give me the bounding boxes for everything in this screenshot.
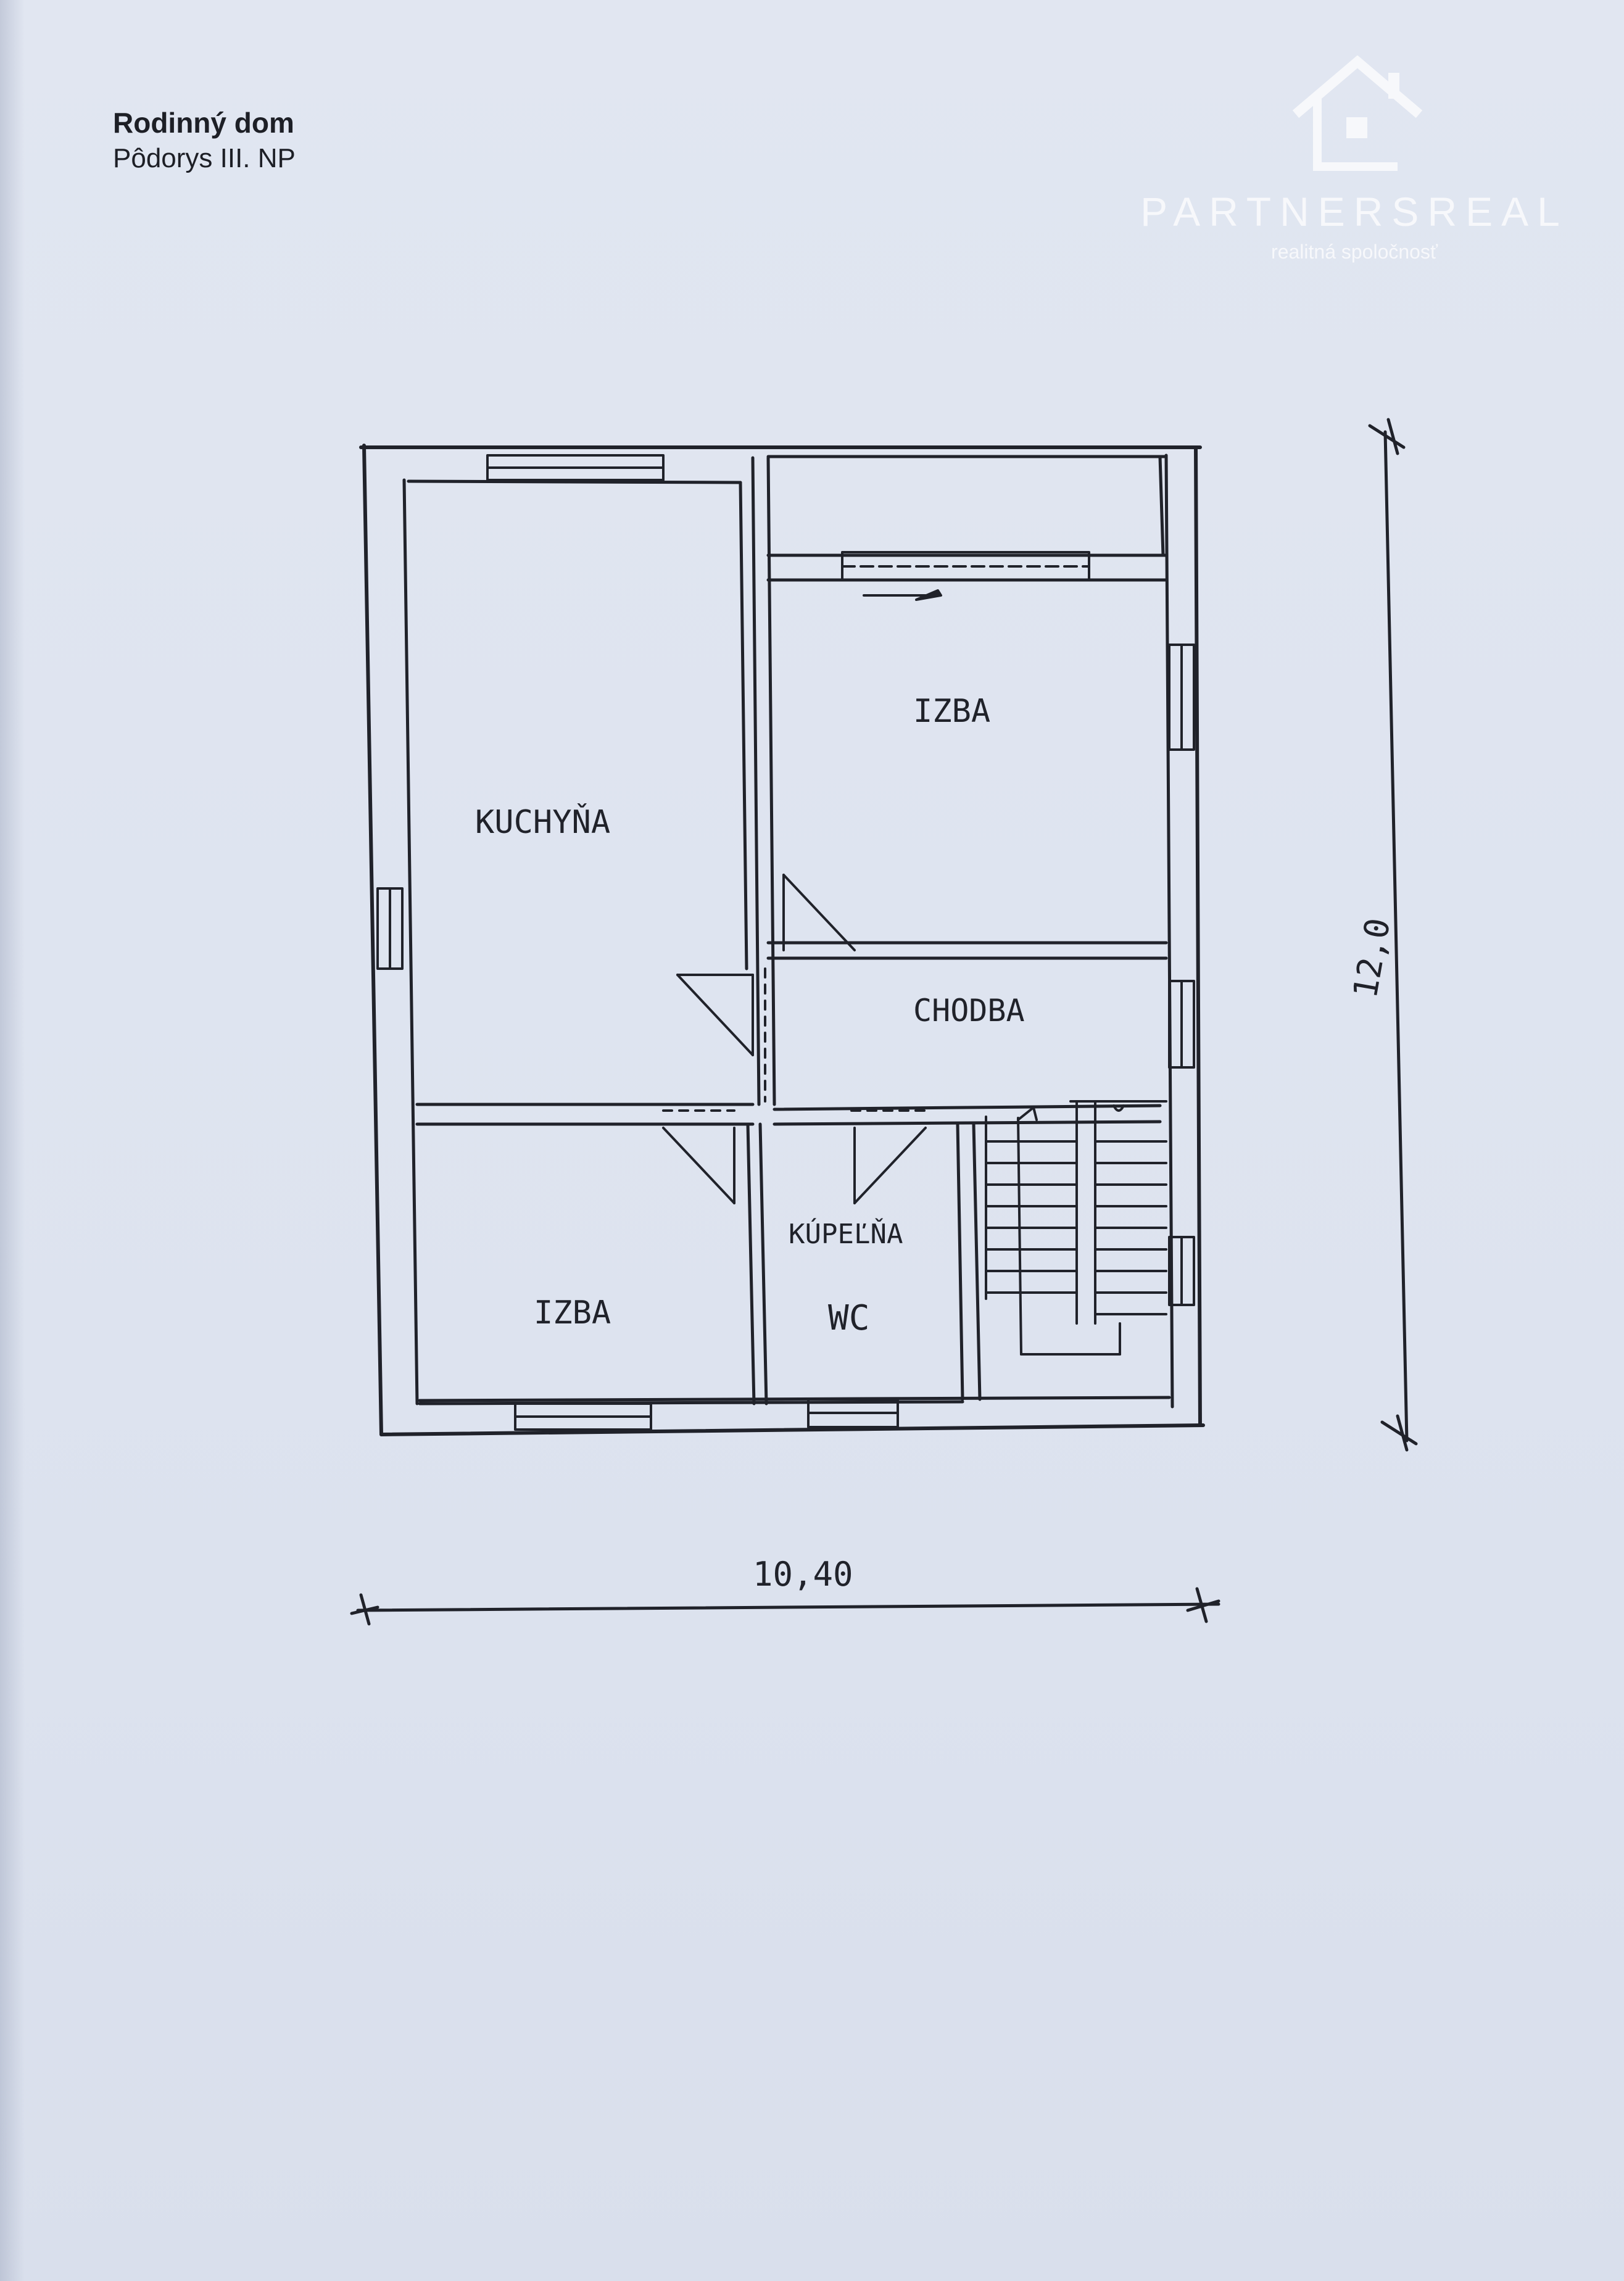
lower-walls <box>418 1104 1162 1405</box>
room-label-room-bottom: IZBA <box>534 1294 611 1331</box>
windows <box>376 454 1195 1431</box>
outer-walls <box>359 444 1205 1436</box>
kitchen-walls <box>407 456 776 1126</box>
page-edge-shadow <box>0 0 25 2281</box>
dimension-height-label: 12,0 <box>1346 915 1398 1001</box>
room-label-wc: WC <box>828 1298 869 1338</box>
room-label-kitchen: KUCHYŇA <box>475 803 610 841</box>
room-label-bathroom: KÚPEĽŇA <box>789 1217 903 1250</box>
brand-name: PARTNERSREAL <box>1140 189 1568 234</box>
dimension-width-label: 10,40 <box>753 1555 853 1594</box>
entry-arrow <box>409 480 942 601</box>
dimension-labels: 10,40 12,0 <box>753 915 1398 1594</box>
room-label-room-top: IZBA <box>913 693 990 730</box>
brand-watermark: PARTNERSREAL realitná spoločnosť <box>1111 56 1598 271</box>
document-title: Rodinný dom <box>113 107 294 139</box>
house-logo-icon <box>1292 56 1423 171</box>
staircase <box>985 1100 1167 1356</box>
brand-tagline: realitná spoločnosť <box>1271 241 1438 263</box>
doors <box>662 874 927 1204</box>
room-labels: KUCHYŇA IZBA CHODBA IZBA KÚPEĽŇA WC <box>475 693 1025 1338</box>
room-top-walls <box>766 455 1168 960</box>
dimension-lines <box>350 418 1418 1626</box>
document-subtitle: Pôdorys III. NP <box>113 143 296 173</box>
room-label-hallway: CHODBA <box>913 993 1025 1029</box>
